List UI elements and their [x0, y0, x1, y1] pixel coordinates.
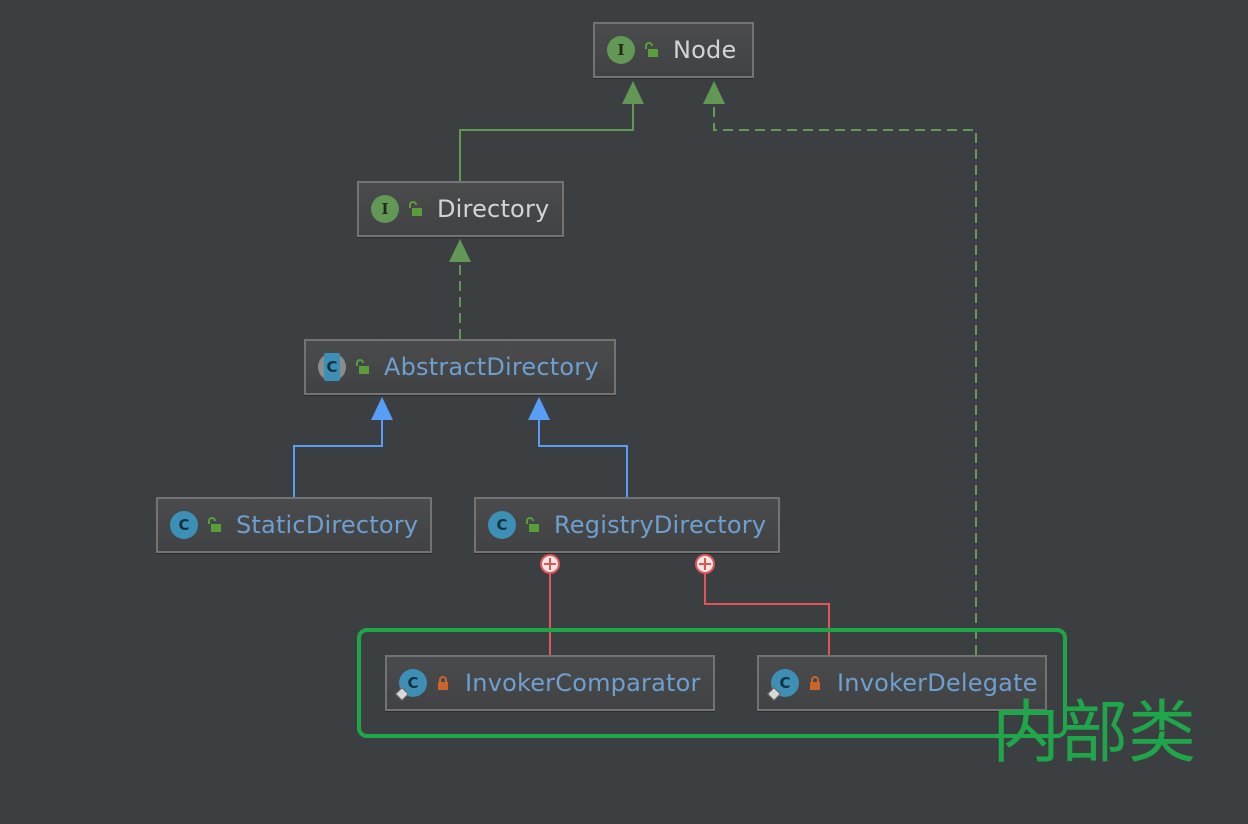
public-unlock-icon — [645, 42, 658, 57]
arrowhead-triangle-icon — [528, 397, 550, 420]
class-name: Node — [673, 36, 737, 64]
class-name: RegistryDirectory — [554, 511, 767, 539]
class-node-invoker-delegate[interactable]: C InvokerDelegate — [757, 655, 1047, 711]
class-name: StaticDirectory — [236, 511, 419, 539]
interface-icon: I — [607, 36, 635, 64]
inner-class-plus-icon — [540, 554, 560, 574]
class-node-node[interactable]: I Node — [593, 22, 754, 78]
inner-class-plus-icon — [695, 554, 715, 574]
edge-invokerdelegate-node — [713, 104, 977, 655]
abstract-class-icon: C — [318, 353, 346, 381]
edge-directory-node — [459, 104, 634, 181]
class-name: AbstractDirectory — [384, 353, 599, 381]
class-node-static-directory[interactable]: C StaticDirectory — [156, 497, 432, 553]
class-icon: C — [488, 511, 516, 539]
public-unlock-icon — [356, 359, 369, 374]
interface-icon: I — [371, 195, 399, 223]
class-node-invoker-comparator[interactable]: C InvokerComparator — [385, 655, 715, 711]
arrowhead-triangle-icon — [449, 239, 471, 262]
class-node-registry-directory[interactable]: C RegistryDirectory — [474, 497, 780, 553]
private-lock-icon — [810, 676, 820, 690]
class-node-directory[interactable]: I Directory — [357, 181, 564, 237]
private-lock-icon — [438, 676, 448, 690]
class-name: Directory — [437, 195, 550, 223]
edge-staticdirectory-abstractdirectory — [293, 420, 383, 497]
class-node-abstract-directory[interactable]: C AbstractDirectory — [304, 339, 616, 395]
arrowhead-triangle-icon — [371, 397, 393, 420]
static-class-icon: C — [394, 669, 427, 702]
class-icon: C — [170, 511, 198, 539]
class-name: InvokerDelegate — [837, 669, 1038, 697]
inner-class-annotation-label: 内部类 — [992, 694, 1197, 773]
public-unlock-icon — [208, 517, 221, 532]
inner-class-highlight-box — [357, 628, 1067, 738]
edge-registrydirectory-abstractdirectory — [538, 420, 628, 497]
public-unlock-icon — [409, 201, 422, 216]
public-unlock-icon — [526, 517, 539, 532]
arrowhead-triangle-icon — [622, 81, 644, 104]
arrowhead-triangle-icon — [703, 81, 725, 104]
class-name: InvokerComparator — [465, 669, 701, 697]
static-class-icon: C — [766, 669, 799, 702]
